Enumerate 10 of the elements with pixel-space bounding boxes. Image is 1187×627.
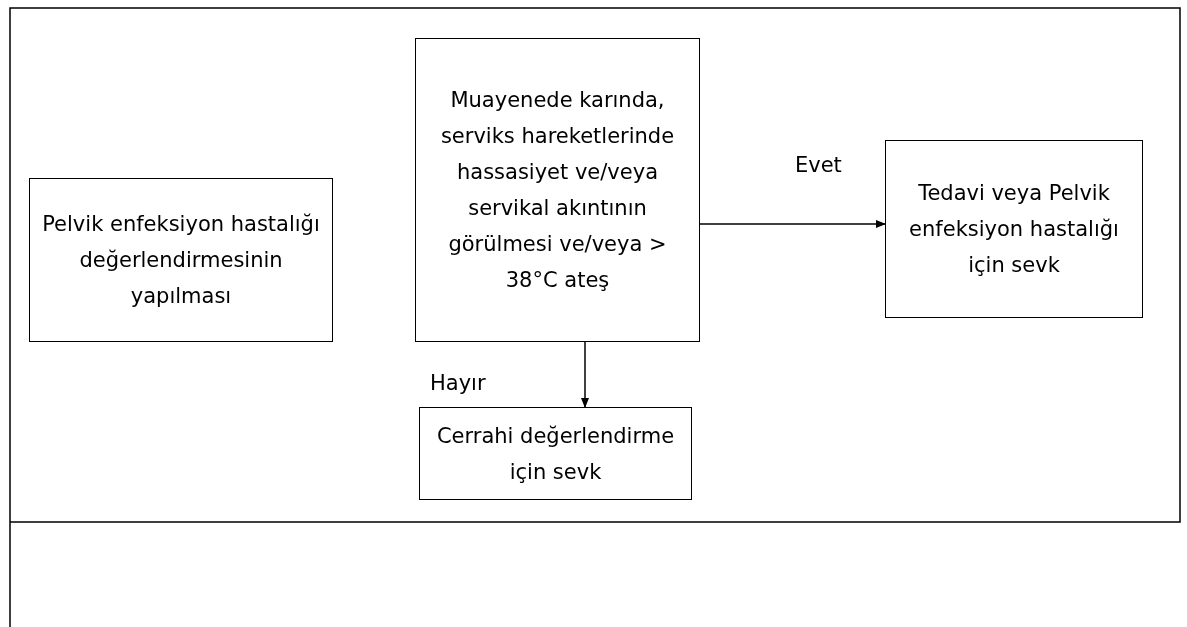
process-box bbox=[419, 407, 692, 500]
process-box bbox=[415, 38, 700, 342]
box-text: Muayenede karında, serviks hareketlerinde hassasiyet ve/veya servikal akıntının görülmesi ve/veya > 38°C ateş bbox=[439, 87, 676, 294]
box-text: Tedavi veya Pelvik enfeksiyon hastalığı için sevk bbox=[908, 180, 1120, 279]
process-box bbox=[29, 178, 333, 342]
arrow bbox=[581, 341, 589, 408]
box-text: Cerrahi değerlendirme için sevk bbox=[435, 422, 676, 486]
process-box bbox=[885, 140, 1143, 318]
box-text: Pelvik enfeksiyon hastalığı değerlendirmesinin yapılması bbox=[42, 211, 320, 310]
arrow bbox=[699, 220, 886, 228]
